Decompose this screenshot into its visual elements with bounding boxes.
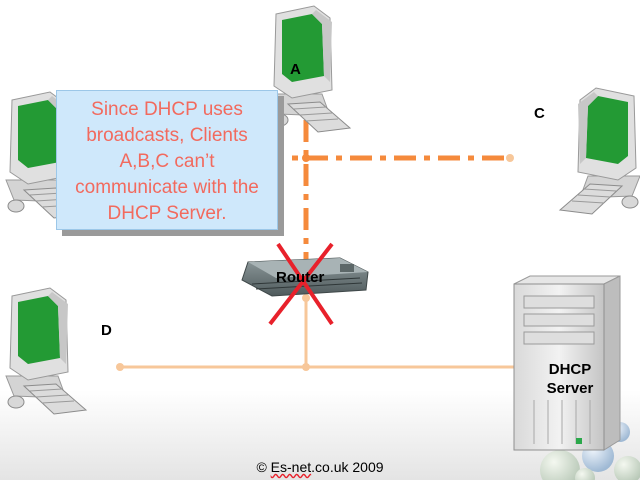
tower-server-icon: [513, 275, 621, 451]
copyright-brand: Es-net: [270, 459, 312, 475]
node-label-c: C: [534, 105, 545, 122]
copyright-line: © Es-net.co.uk 2009: [0, 459, 640, 475]
node-label-a: A: [290, 61, 301, 78]
callout-text: Since DHCP uses broadcasts, Clients A,B,…: [75, 99, 259, 224]
router-label: Router: [276, 269, 325, 286]
cross-icon: [268, 242, 334, 326]
copyright-suffix: .co.uk 2009: [311, 459, 384, 475]
desktop-computer-icon: [559, 87, 640, 215]
copyright-prefix: ©: [256, 459, 271, 475]
server-label: DHCP Server: [546, 361, 594, 397]
callout-box: Since DHCP uses broadcasts, Clients A,B,…: [56, 90, 278, 230]
node-label-d: D: [101, 322, 112, 339]
